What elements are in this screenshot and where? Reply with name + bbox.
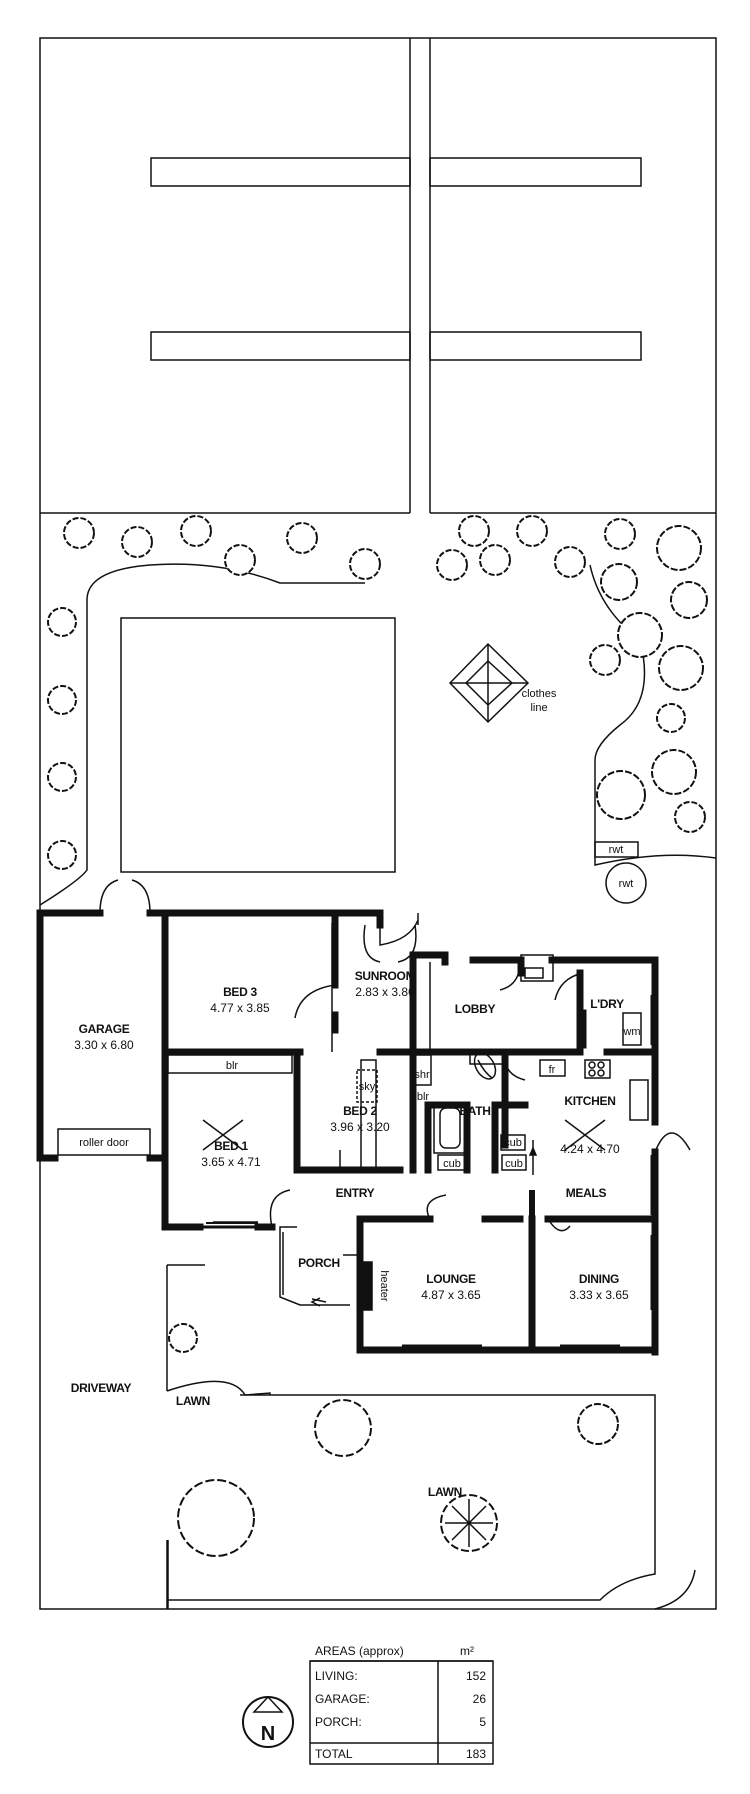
fr-label: fr (549, 1064, 556, 1076)
tree-icon (436, 549, 468, 581)
tree-icon (286, 522, 318, 554)
room-garage-size: 3.30 x 6.80 (74, 1038, 134, 1052)
tree-icon (168, 1323, 198, 1353)
room-bed1-name: BED 1 (214, 1139, 248, 1153)
areas-table: AREAS (approx) m² LIVING: 152 GARAGE: 26… (309, 1644, 494, 1765)
tree-icon (63, 517, 95, 549)
tree-icon (47, 607, 77, 637)
room-dining-name: DINING (579, 1272, 619, 1286)
site-labels: clothes line DRIVEWAY LAWN LAWN (71, 688, 557, 1499)
fixture-labels: roller door blr blr sky shr cub cub cub … (79, 844, 640, 1302)
room-labels: BED 3 4.77 x 3.85 SUNROOM 2.83 x 3.86 LO… (74, 969, 629, 1302)
compass-icon: N (242, 1695, 294, 1748)
driveway-label: DRIVEWAY (71, 1381, 132, 1395)
compass-letter: N (261, 1723, 275, 1745)
areas-unit: m² (460, 1644, 474, 1658)
room-bed3-name: BED 3 (223, 985, 257, 999)
clothes-line (448, 642, 530, 724)
shr-label: shr (414, 1069, 430, 1081)
tree-icon (658, 645, 704, 691)
tree-icon (617, 612, 663, 658)
room-entry-name: ENTRY (336, 1186, 375, 1200)
heater-label: heater (378, 1270, 390, 1302)
room-kitchen-name: KITCHEN (564, 1094, 615, 1108)
sky-label: sky (359, 1081, 376, 1093)
cub-bath-label: cub (443, 1158, 461, 1170)
tree-icon (458, 515, 490, 547)
tree-icon (314, 1399, 372, 1457)
room-porch-name: PORCH (298, 1256, 340, 1270)
room-dining-size: 3.33 x 3.65 (569, 1288, 629, 1302)
tree-icon (651, 749, 697, 795)
tree-icon (47, 840, 77, 870)
tree-icon (180, 515, 212, 547)
areas-total-value: 183 (466, 1747, 486, 1761)
room-lounge-size: 4.87 x 3.65 (421, 1288, 481, 1302)
tree-icon (516, 515, 548, 547)
room-sunroom-name: SUNROOM (355, 969, 416, 983)
cub-kitchen-bottom-label: cub (505, 1158, 523, 1170)
tree-icon (479, 544, 511, 576)
tree-icon (600, 563, 638, 601)
trees (47, 515, 708, 1557)
wm-label: wm (622, 1026, 640, 1038)
room-lobby-name: LOBBY (455, 1002, 496, 1016)
rwt-tank-label: rwt (609, 844, 624, 856)
areas-row-value: 5 (479, 1715, 486, 1729)
tree-icon (224, 544, 256, 576)
room-bath-name: BATH (459, 1104, 490, 1118)
clothes-line-label-1: clothes (522, 688, 557, 700)
tree-icon (577, 1403, 619, 1445)
areas-title: AREAS (approx) (315, 1644, 404, 1658)
room-kitchen-size: 4.24 x 4.70 (560, 1142, 620, 1156)
tree-icon (674, 801, 706, 833)
tree-icon (656, 703, 686, 733)
areas-row-value: 152 (466, 1669, 486, 1683)
blr-bed1-label: blr (226, 1060, 239, 1072)
tree-icon (349, 548, 381, 580)
tree-icon (121, 526, 153, 558)
room-ldry-name: L'DRY (590, 997, 624, 1011)
room-sunroom-size: 2.83 x 3.86 (355, 985, 415, 999)
room-garage-name: GARAGE (79, 1022, 130, 1036)
clothes-line-label-2: line (530, 702, 547, 714)
lawn-small-label: LAWN (176, 1394, 210, 1408)
areas-total-label: TOTAL (315, 1747, 353, 1761)
tree-icon (670, 581, 708, 619)
tree-icon (656, 525, 702, 571)
rwt-label: rwt (619, 878, 634, 890)
room-bed2-name: BED 2 (343, 1104, 377, 1118)
room-lounge-name: LOUNGE (426, 1272, 476, 1286)
room-bed1-size: 3.65 x 4.71 (201, 1155, 261, 1169)
roller-door-label: roller door (79, 1137, 129, 1149)
tree-icon (47, 685, 77, 715)
tree-icon (47, 762, 77, 792)
site-outline (39, 37, 717, 1610)
blr-bed2-label: blr (417, 1091, 430, 1103)
tree-icon (177, 1479, 255, 1557)
house-details (57, 879, 691, 1350)
areas-row-value: 26 (473, 1692, 487, 1706)
tree-icon (554, 546, 586, 578)
room-bed2-size: 3.96 x 3.20 (330, 1120, 390, 1134)
room-bed3-size: 4.77 x 3.85 (210, 1001, 270, 1015)
room-meals-name: MEALS (566, 1186, 607, 1200)
palm-tree-icon (445, 1499, 493, 1547)
areas-row-label: GARAGE: (315, 1692, 370, 1706)
cub-kitchen-top-label: cub (504, 1137, 522, 1149)
lawn-main-label: LAWN (428, 1485, 462, 1499)
areas-row-label: PORCH: (315, 1715, 362, 1729)
tree-icon (596, 770, 646, 820)
tree-icon (604, 518, 636, 550)
areas-row-label: LIVING: (315, 1669, 358, 1683)
tree-icon (589, 644, 621, 676)
